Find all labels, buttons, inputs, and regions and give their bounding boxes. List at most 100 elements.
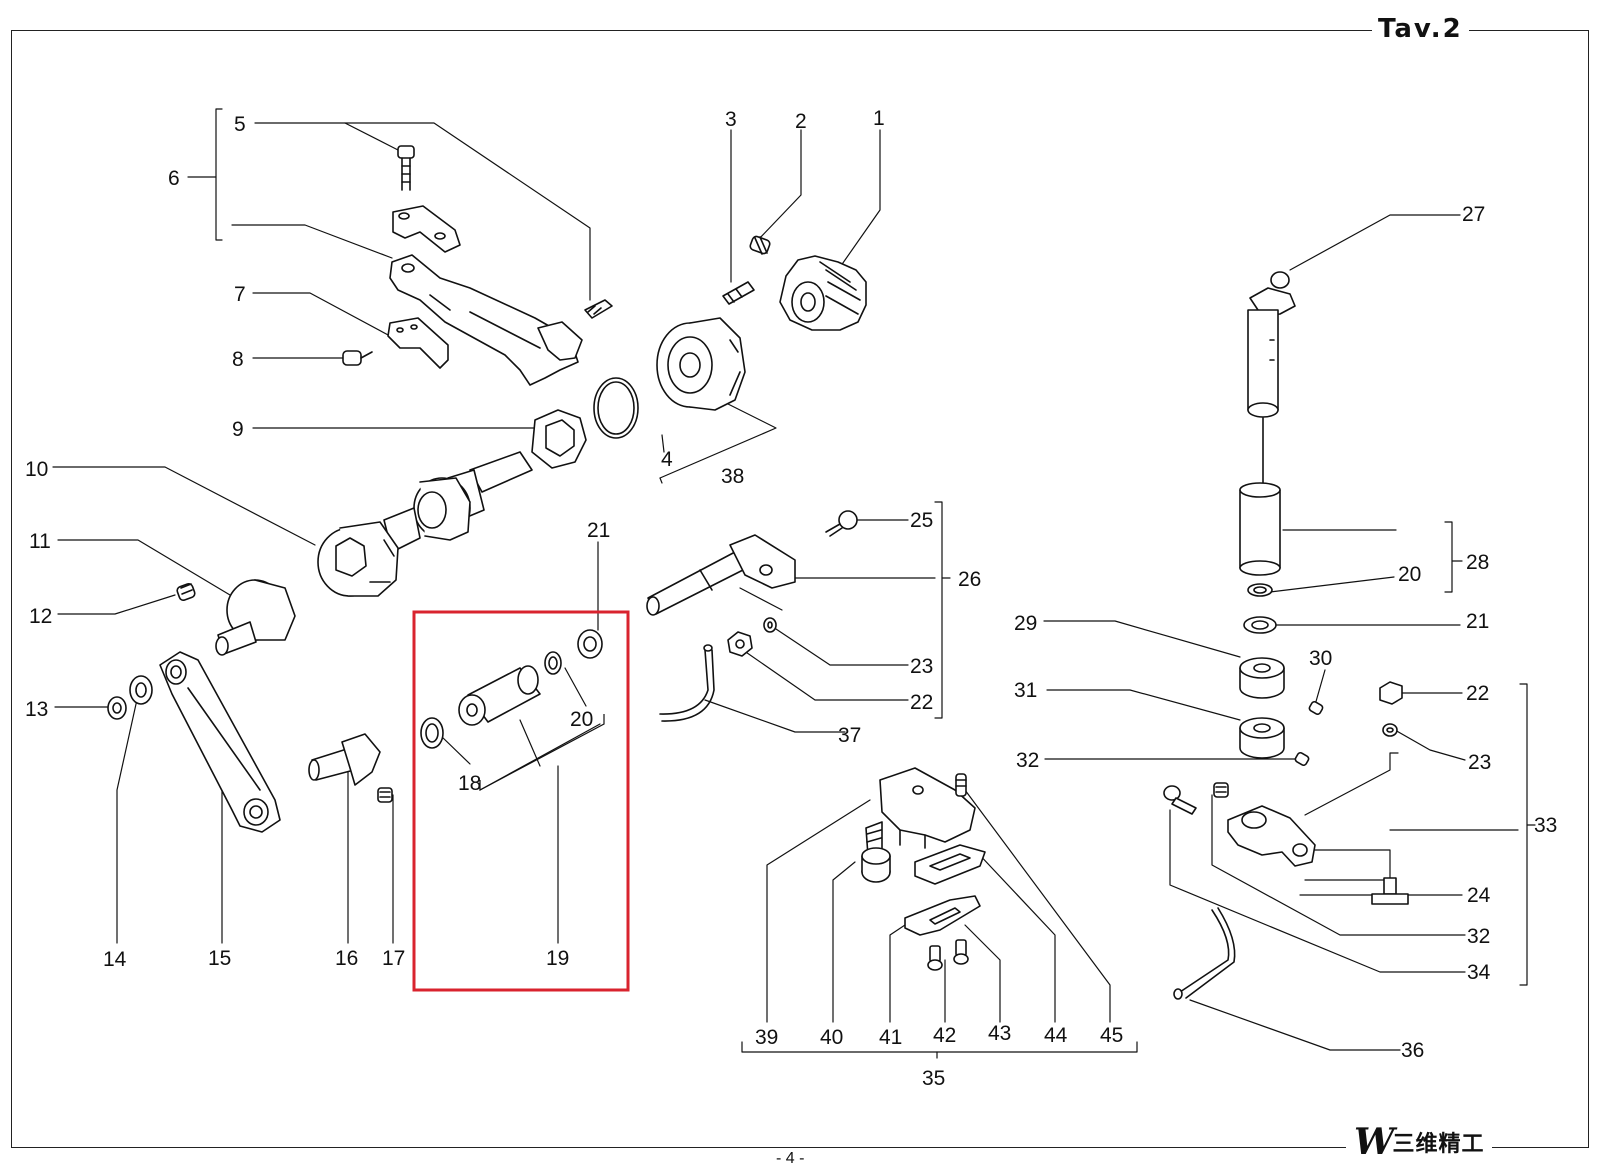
part-21-ring-right bbox=[1243, 616, 1277, 634]
callout-label: 45 bbox=[1100, 1024, 1123, 1047]
callout-label: 31 bbox=[1014, 679, 1037, 702]
callout-label: 18 bbox=[458, 772, 481, 795]
callout-label: 36 bbox=[1401, 1039, 1424, 1062]
callout-label: 29 bbox=[1014, 612, 1037, 635]
brand-name: 三维精工 bbox=[1392, 1132, 1485, 1157]
callout-label: 32 bbox=[1467, 925, 1490, 948]
part-37-wire bbox=[659, 644, 715, 722]
part-20-washer-right bbox=[1247, 583, 1273, 597]
part-23-washer bbox=[763, 617, 777, 633]
callout-label: 7 bbox=[234, 283, 246, 306]
callout-label: 8 bbox=[232, 348, 244, 371]
part-3-screw bbox=[722, 281, 755, 305]
part-39-base bbox=[879, 767, 976, 849]
sheet-border bbox=[11, 30, 1589, 1148]
callout-label: 19 bbox=[546, 947, 569, 970]
callout-label: 38 bbox=[721, 465, 744, 488]
part-27-shaft bbox=[1247, 271, 1296, 491]
callout-label: 6 bbox=[168, 167, 180, 190]
callout-label: 13 bbox=[25, 698, 48, 721]
part-2-setscrew bbox=[749, 235, 771, 255]
part-20-washer bbox=[544, 651, 562, 675]
callout-label: 16 bbox=[335, 947, 358, 970]
callout-label: 41 bbox=[879, 1026, 902, 1049]
part-16-pin bbox=[308, 733, 381, 786]
part-6-clamp bbox=[392, 205, 461, 253]
callout-label: 4 bbox=[661, 448, 673, 471]
callout-label: 12 bbox=[29, 605, 52, 628]
callout-label: 9 bbox=[232, 418, 244, 441]
callout-label: 40 bbox=[820, 1026, 843, 1049]
part-10-shaft bbox=[317, 451, 533, 597]
callout-label: 1 bbox=[873, 107, 885, 130]
part-32-screw-right bbox=[1213, 782, 1229, 798]
part-34-screw bbox=[1163, 785, 1197, 815]
callout-label: 28 bbox=[1466, 551, 1489, 574]
leader-lines bbox=[52, 108, 1536, 1059]
part-1-gear bbox=[779, 255, 867, 331]
callout-label: 11 bbox=[29, 530, 51, 553]
callout-label: 42 bbox=[933, 1024, 956, 1047]
callout-label: 32 bbox=[1016, 749, 1039, 772]
callout-label: 21 bbox=[1466, 610, 1489, 633]
part-44-plate bbox=[914, 844, 986, 885]
callout-label: 5 bbox=[234, 113, 246, 136]
page-number: - 4 - bbox=[776, 1150, 805, 1167]
part-21-bushing bbox=[577, 629, 603, 659]
brand-mark: W 三维精工 bbox=[1346, 1121, 1493, 1163]
callout-label: 43 bbox=[988, 1022, 1011, 1045]
part-19-sleeve bbox=[458, 665, 541, 726]
callout-label: 33 bbox=[1534, 814, 1557, 837]
part-28-sleeve bbox=[1239, 482, 1281, 576]
part-42-screws bbox=[927, 939, 969, 971]
part-30-setscrew bbox=[1308, 700, 1324, 716]
part-25-screw bbox=[825, 510, 858, 537]
callout-label: 10 bbox=[25, 458, 48, 481]
part-11-hub bbox=[215, 579, 296, 656]
callout-label: 15 bbox=[208, 947, 231, 970]
part-29-collar bbox=[1239, 657, 1285, 699]
part-4-ring bbox=[593, 377, 639, 439]
part-40-bolt bbox=[861, 821, 891, 883]
part-24-tbolt bbox=[1371, 877, 1409, 905]
callout-label: 34 bbox=[1467, 961, 1491, 984]
part-17-screw bbox=[377, 787, 393, 803]
callout-numbers: 1 2 3 4 5 6 7 8 9 10 11 12 13 14 15 16 1… bbox=[25, 107, 1557, 1090]
callout-label: 27 bbox=[1462, 203, 1485, 226]
highlight-box bbox=[412, 610, 630, 992]
callout-label: 21 bbox=[587, 519, 610, 542]
callout-label: 3 bbox=[725, 108, 737, 131]
part-31-collar bbox=[1239, 717, 1285, 759]
part-41-bracket bbox=[904, 895, 981, 936]
callout-label: 2 bbox=[795, 110, 807, 133]
part-33-bracket bbox=[1227, 805, 1316, 867]
bracket-19-group bbox=[479, 714, 605, 791]
callout-label: 39 bbox=[755, 1026, 778, 1049]
callout-label: 20 bbox=[1398, 563, 1421, 586]
part-5-screw-right bbox=[584, 299, 613, 319]
callout-label: 20 bbox=[570, 708, 593, 731]
callout-label: 25 bbox=[910, 509, 933, 532]
callout-label: 17 bbox=[382, 947, 405, 970]
part-8-screw bbox=[342, 350, 373, 366]
part-6-fork-arm bbox=[389, 254, 583, 386]
part-22-nut bbox=[727, 631, 753, 657]
part-26-rod bbox=[646, 534, 796, 616]
callout-label: 26 bbox=[958, 568, 981, 591]
callout-label: 30 bbox=[1309, 647, 1332, 670]
part-15-link bbox=[159, 651, 281, 833]
callout-label: 22 bbox=[1466, 682, 1489, 705]
brand-logo-icon: W bbox=[1354, 1121, 1395, 1163]
part-5-screw bbox=[397, 145, 415, 191]
callout-label: 24 bbox=[1467, 884, 1491, 907]
part-22-nut-right bbox=[1379, 681, 1403, 705]
callout-label: 23 bbox=[1468, 751, 1491, 774]
part-12-setscrew bbox=[176, 583, 196, 601]
callout-label: 35 bbox=[922, 1067, 945, 1090]
part-36-wire bbox=[1173, 907, 1236, 1000]
callout-label: 37 bbox=[838, 724, 861, 747]
callout-label: 14 bbox=[103, 948, 127, 971]
part-13-clip bbox=[107, 696, 127, 720]
